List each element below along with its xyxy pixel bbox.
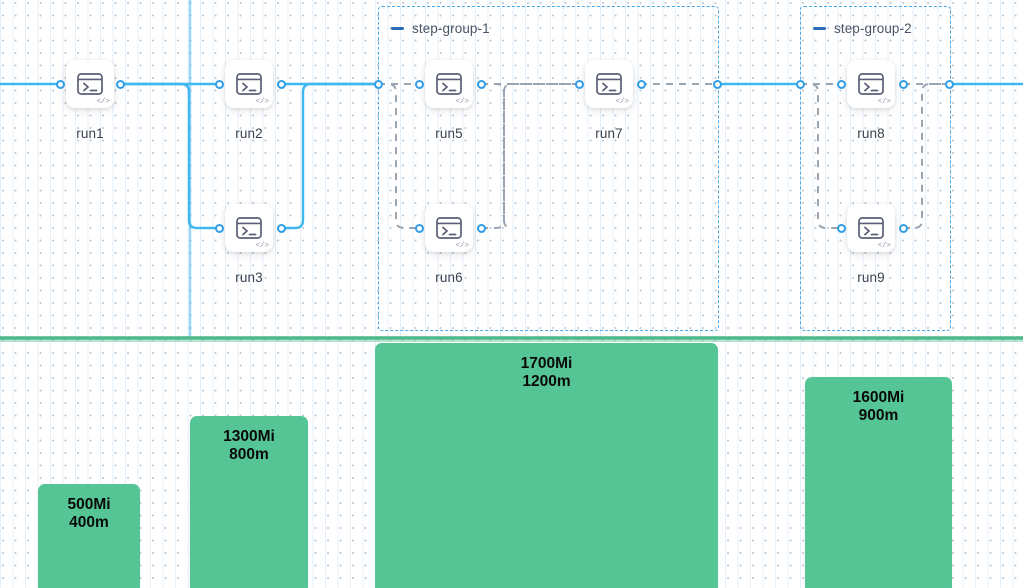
node-run8[interactable]: </> xyxy=(847,60,895,108)
code-icon: </> xyxy=(455,241,469,250)
handle-run1-target[interactable] xyxy=(55,79,65,89)
code-icon: </> xyxy=(455,97,469,106)
handle-run1-source[interactable] xyxy=(115,79,125,89)
group-title: step-group-1 xyxy=(412,21,490,36)
resource-bar-2-label: 1300Mi 800m xyxy=(223,428,275,464)
node-label-run7: run7 xyxy=(595,126,623,141)
terminal-icon xyxy=(236,217,262,239)
handle-run6-target[interactable] xyxy=(414,223,424,233)
handle-group1-out[interactable] xyxy=(712,79,722,89)
resource-bar-3[interactable]: 1700Mi 1200m xyxy=(375,343,718,588)
resource-bar-3-label: 1700Mi 1200m xyxy=(520,355,573,391)
group-title: step-group-2 xyxy=(834,21,912,36)
edge-run3-junction xyxy=(279,82,379,230)
node-run9[interactable]: </> xyxy=(847,204,895,252)
group-label-step-group-1[interactable]: step-group-1 xyxy=(391,21,490,36)
handle-group2-out[interactable] xyxy=(944,79,954,89)
terminal-icon xyxy=(436,217,462,239)
node-label-run1: run1 xyxy=(76,126,104,141)
terminal-icon xyxy=(236,73,262,95)
node-label-run6: run6 xyxy=(435,270,463,285)
group-step-group-1[interactable]: step-group-1 xyxy=(378,6,719,331)
handle-run7-source[interactable] xyxy=(636,79,646,89)
terminal-icon xyxy=(596,73,622,95)
minus-icon[interactable] xyxy=(813,27,826,30)
handle-run5-source[interactable] xyxy=(476,79,486,89)
resource-bar-4[interactable]: 1600Mi 900m xyxy=(805,377,952,588)
terminal-icon xyxy=(436,73,462,95)
resource-bar-2[interactable]: 1300Mi 800m xyxy=(190,416,308,588)
node-run3[interactable]: </> xyxy=(225,204,273,252)
minus-icon[interactable] xyxy=(391,27,404,30)
code-icon: </> xyxy=(877,241,891,250)
code-icon: </> xyxy=(255,241,269,250)
resource-bar-4-label: 1600Mi 900m xyxy=(852,389,905,425)
code-icon: </> xyxy=(96,97,110,106)
resource-bar-1[interactable]: 500Mi 400m xyxy=(38,484,140,588)
node-label-run2: run2 xyxy=(235,126,263,141)
terminal-icon xyxy=(858,217,884,239)
terminal-icon xyxy=(858,73,884,95)
handle-run8-target[interactable] xyxy=(836,79,846,89)
handle-run9-target[interactable] xyxy=(836,223,846,233)
handle-run3-target[interactable] xyxy=(214,223,224,233)
node-label-run5: run5 xyxy=(435,126,463,141)
node-run2[interactable]: </> xyxy=(225,60,273,108)
node-run7[interactable]: </> xyxy=(585,60,633,108)
edge-run1-run3 xyxy=(119,82,221,230)
handle-run9-source[interactable] xyxy=(898,223,908,233)
handle-run3-source[interactable] xyxy=(276,223,286,233)
handle-group2-in[interactable] xyxy=(795,79,805,89)
handle-run2-target[interactable] xyxy=(214,79,224,89)
handle-run8-source[interactable] xyxy=(898,79,908,89)
terminal-icon xyxy=(77,73,103,95)
code-icon: </> xyxy=(255,97,269,106)
code-icon: </> xyxy=(615,97,629,106)
handle-group1-in[interactable] xyxy=(373,79,383,89)
handle-run2-source[interactable] xyxy=(276,79,286,89)
code-icon: </> xyxy=(877,97,891,106)
node-label-run3: run3 xyxy=(235,270,263,285)
handle-run6-source[interactable] xyxy=(476,223,486,233)
handle-run7-target[interactable] xyxy=(574,79,584,89)
resource-bar-1-label: 500Mi 400m xyxy=(67,496,111,532)
node-run5[interactable]: </> xyxy=(425,60,473,108)
node-label-run8: run8 xyxy=(857,126,885,141)
node-run6[interactable]: </> xyxy=(425,204,473,252)
group-label-step-group-2[interactable]: step-group-2 xyxy=(813,21,912,36)
node-label-run9: run9 xyxy=(857,270,885,285)
handle-run5-target[interactable] xyxy=(414,79,424,89)
node-run1[interactable]: </> xyxy=(66,60,114,108)
group-step-group-2[interactable]: step-group-2 xyxy=(800,6,951,331)
